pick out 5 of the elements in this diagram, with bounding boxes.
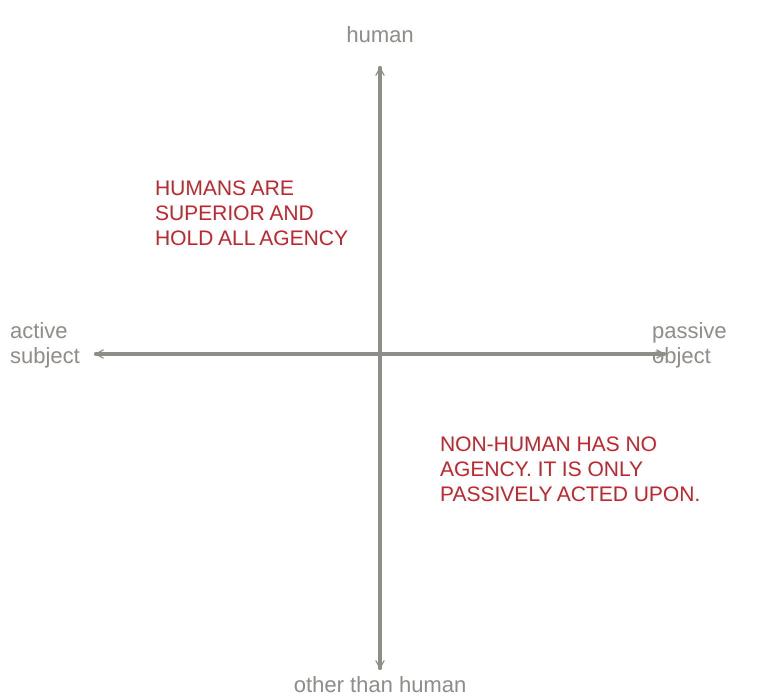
axis-label: active subject	[10, 318, 80, 368]
axis-label: human	[346, 22, 414, 47]
quadrant-note: NON-HUMAN HAS NO AGENCY. IT IS ONLY PASSIVELY ACTED UPON.	[440, 433, 700, 506]
axis-label: other than human	[294, 672, 466, 697]
quadrant-note: HUMANS ARE SUPERIOR AND HOLD ALL AGENCY	[155, 177, 348, 250]
